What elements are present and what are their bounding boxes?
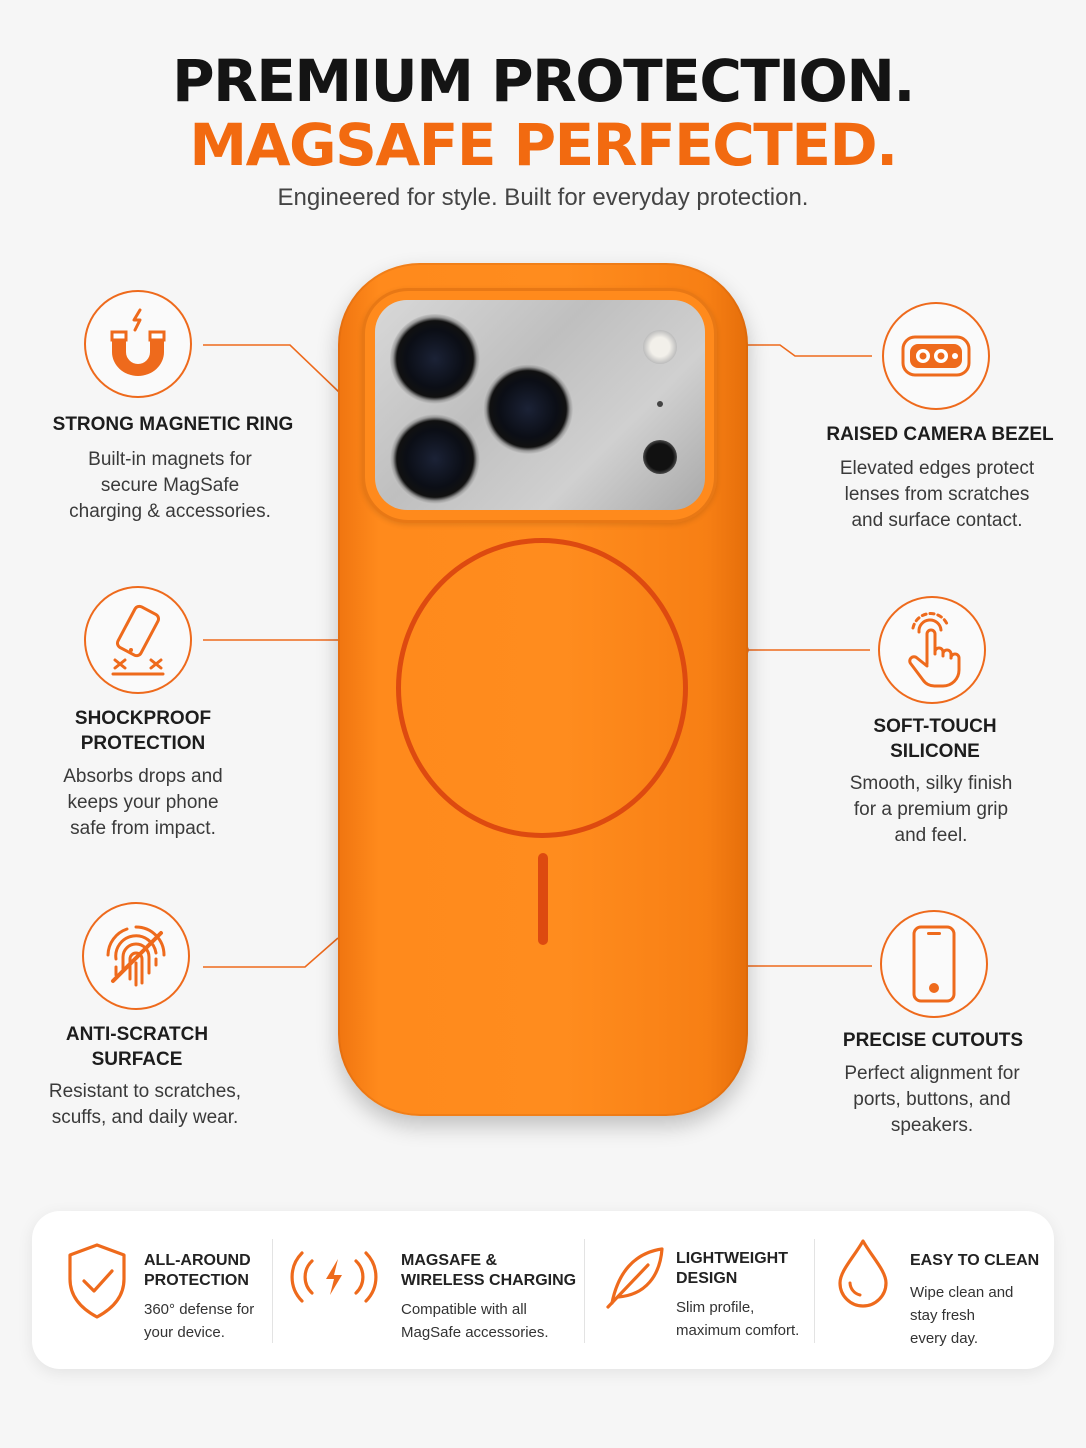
- camera-lens-middle: [483, 364, 573, 454]
- touch-hand-icon: [878, 596, 986, 704]
- cutouts-title: PRECISE CUTOUTS: [842, 1030, 1024, 1051]
- magnetic-title: STRONG MAGNETIC RING: [52, 414, 294, 435]
- bezel-title: RAISED CAMERA BEZEL: [826, 424, 1054, 445]
- subtitle: Engineered for style. Built for everyday…: [277, 184, 809, 211]
- benefit-title-protection: ALL-AROUND PROTECTION: [144, 1252, 251, 1289]
- antiscratch-desc: Resistant to scratches, scuffs, and dail…: [48, 1081, 242, 1128]
- headline-accent: MAGSAFE PERFECTED.: [189, 111, 898, 179]
- benefit-title-charging: MAGSAFE & WIRELESS CHARGING: [401, 1252, 577, 1289]
- camera-lens-bottom: [390, 414, 480, 504]
- benefit-desc-clean: Wipe clean and stay fresh every day.: [910, 1284, 1014, 1347]
- shockproof-desc: Absorbs drops and keeps your phone safe …: [63, 766, 223, 839]
- water-drop-icon: [838, 1239, 888, 1308]
- camera-bezel-icon: [882, 302, 990, 410]
- benefit-desc-lightweight: Slim profile, maximum comfort.: [676, 1299, 800, 1339]
- benefits-separator: [814, 1239, 815, 1343]
- camera-flash: [643, 330, 677, 364]
- benefit-title-clean: EASY TO CLEAN: [910, 1252, 1040, 1269]
- magsafe-alignment-bar: [538, 853, 548, 945]
- phone-case-image: [338, 263, 748, 1116]
- bezel-desc: Elevated edges protect lenses from scrat…: [839, 458, 1035, 531]
- phone-outline-icon: [880, 910, 988, 1018]
- lidar-sensor: [643, 440, 677, 474]
- antiscratch-title: ANTI-SCRATCH SURFACE: [65, 1024, 209, 1070]
- dropped-phone-icon: [84, 586, 192, 694]
- cutouts-desc: Perfect alignment for ports, buttons, an…: [844, 1063, 1020, 1136]
- benefit-desc-protection: 360° defense for your device.: [144, 1301, 255, 1341]
- benefits-separator: [584, 1239, 585, 1343]
- leaf-icon: [606, 1247, 664, 1309]
- magnetic-desc: Built-in magnets for secure MagSafe char…: [69, 449, 271, 522]
- connector-antiscratch: [203, 937, 339, 968]
- benefits-bar: ALL-AROUND PROTECTION 360° defense for y…: [32, 1211, 1054, 1369]
- camera-lens-top: [390, 314, 480, 404]
- shockproof-title: SHOCKPROOF PROTECTION: [74, 708, 212, 754]
- fingerprint-crossed-icon: [82, 902, 190, 1010]
- camera-mic: [657, 401, 663, 407]
- shield-check-icon: [68, 1243, 126, 1319]
- magsafe-ring: [396, 538, 688, 838]
- headline-primary: PREMIUM PROTECTION.: [172, 47, 915, 115]
- connector-bezel: [738, 344, 872, 357]
- benefit-desc-charging: Compatible with all MagSafe accessories.: [401, 1301, 549, 1341]
- silicone-title: SOFT-TOUCH SILICONE: [873, 716, 997, 762]
- wireless-charge-icon: [290, 1251, 378, 1303]
- benefits-separator: [272, 1239, 273, 1343]
- camera-plate: [375, 300, 705, 510]
- camera-bezel: [362, 288, 717, 523]
- silicone-desc: Smooth, silky finish for a premium grip …: [849, 773, 1013, 846]
- magnet-icon: [84, 290, 192, 398]
- connector-magnetic: [203, 344, 341, 394]
- benefit-title-lightweight: LIGHTWEIGHT DESIGN: [676, 1250, 788, 1287]
